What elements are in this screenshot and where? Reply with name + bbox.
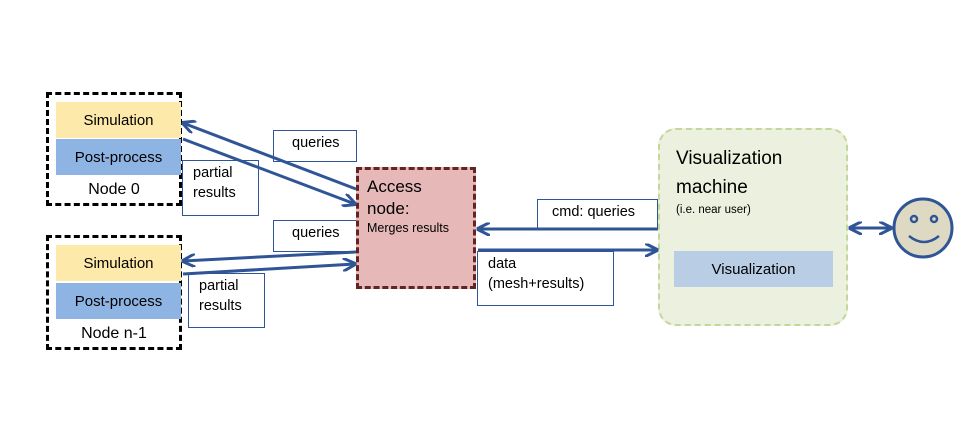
visualization-component: Visualization (674, 251, 833, 287)
postprocess-block: Post-process (56, 139, 181, 175)
node-label: Node 0 (88, 181, 140, 198)
label-text: data (488, 256, 517, 272)
access-node-title: node: (367, 199, 410, 218)
label-text: cmd: queries (552, 204, 636, 220)
title-line: machine (676, 177, 748, 198)
label-text: results (199, 298, 242, 314)
label-text: queries (292, 225, 340, 241)
access-node-title: Access (367, 177, 422, 196)
partial-results-label-top: partial results (182, 160, 259, 216)
access-node-subtitle: Merges results (367, 221, 449, 235)
queries-label-bottom: queries (273, 220, 357, 252)
label-text: partial (199, 278, 239, 294)
results-arrow-from-node-n-1 (182, 264, 355, 276)
simulation-block: Simulation (56, 102, 181, 138)
partial-results-label-bottom: partial results (188, 273, 265, 328)
node-label: Node n-1 (81, 325, 147, 342)
simulation-block: Simulation (56, 245, 181, 281)
label-text: results (193, 185, 236, 201)
label-text: (mesh+results) (488, 276, 585, 292)
title-line: Visualization (676, 148, 783, 169)
visualization-machine: Visualization machine (i.e. near user) V… (658, 128, 848, 326)
label-text: queries (292, 135, 340, 151)
compute-node-n-1: Simulation Post-process Node n-1 (46, 235, 182, 350)
visualization-machine-title: Visualization machine (676, 144, 782, 202)
postprocess-block: Post-process (56, 283, 181, 319)
results-arrow-from-node-0 (182, 137, 355, 204)
queries-arrow-to-node-0 (183, 123, 357, 191)
cmd-queries-label: cmd: queries (537, 199, 658, 230)
queries-arrow-to-node-n-1 (183, 250, 357, 261)
access-node: Access node: Merges results (356, 167, 476, 289)
visualization-machine-subtitle: (i.e. near user) (676, 204, 751, 216)
compute-node-0: Simulation Post-process Node 0 (46, 92, 182, 206)
data-label: data (mesh+results) (477, 251, 614, 306)
queries-label-top: queries (273, 130, 357, 162)
label-text: partial (193, 165, 233, 181)
smiley-face-icon (892, 197, 954, 259)
